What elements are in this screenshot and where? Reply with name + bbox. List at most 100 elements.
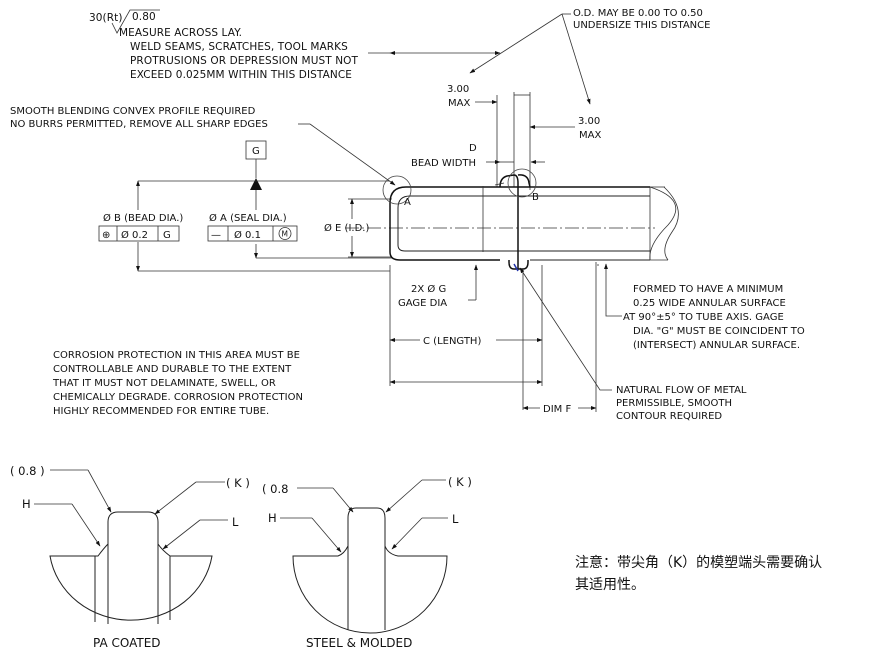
st-r-label: ( 0.8 xyxy=(262,482,288,496)
od-leader-arrow-2 xyxy=(561,13,591,105)
bead-width-letter: D xyxy=(469,143,477,154)
detail-b-label: B xyxy=(532,192,539,203)
seal-dia-label: Ø A (SEAL DIA.) xyxy=(209,212,287,224)
formed-note: FORMED TO HAVE A MINIMUM 0.25 WIDE ANNUL… xyxy=(597,263,805,351)
st-l-arrow xyxy=(391,517,423,550)
bead-width-dim: D BEAD WIDTH xyxy=(411,143,545,169)
od-note: O.D. MAY BE 0.00 TO 0.50 UNDERSIZE THIS … xyxy=(469,8,710,105)
formed-line-1: FORMED TO HAVE A MINIMUM xyxy=(633,284,783,295)
flow-line-2: PERMISSIBLE, SMOOTH xyxy=(616,398,732,409)
bead-tol-value: Ø 0.2 xyxy=(121,229,148,241)
blend-note-line-1: SMOOTH BLENDING CONVEX PROFILE REQUIRED xyxy=(10,106,256,117)
corrosion-note: CORROSION PROTECTION IN THIS AREA MUST B… xyxy=(52,350,303,417)
cn-note-line-2: 其适用性。 xyxy=(575,577,645,593)
seal-tol-frame xyxy=(207,225,298,242)
datum-triangle xyxy=(250,178,262,190)
bead-width-label: BEAD WIDTH xyxy=(411,158,476,169)
od-note-line-2: UNDERSIZE THIS DISTANCE xyxy=(573,20,710,31)
blend-note-line-2: NO BURRS PERMITTED, REMOVE ALL SHARP EDG… xyxy=(10,119,268,130)
blend-note-arrow xyxy=(309,123,396,186)
bead-mark xyxy=(513,263,519,272)
max1-value: 3.00 xyxy=(447,84,469,95)
straightness-symbol: — xyxy=(211,230,221,241)
flow-line-3: CONTOUR REQUIRED xyxy=(616,411,722,422)
blend-note: SMOOTH BLENDING CONVEX PROFILE REQUIRED … xyxy=(10,106,396,186)
finish-line-3: PROTRUSIONS OR DEPRESSION MUST NOT xyxy=(130,55,359,67)
seal-tol-ref: M xyxy=(282,230,288,239)
finish-line-1: MEASURE ACROSS LAY. xyxy=(119,27,242,39)
length-dims: C (LENGTH) DIM F xyxy=(389,262,597,415)
bead-profile-left xyxy=(499,174,519,270)
pa-k-arrow xyxy=(154,481,197,515)
bead-tol-frame xyxy=(98,225,180,242)
od-note-line-1: O.D. MAY BE 0.00 TO 0.50 xyxy=(573,8,703,19)
formed-line-2: 0.25 WIDE ANNULAR SURFACE xyxy=(633,298,786,309)
formed-leader xyxy=(604,263,622,317)
dim-f-label: DIM F xyxy=(543,404,571,415)
pa-h-arrow xyxy=(71,503,101,547)
corrosion-line-4: CHEMICALLY DEGRADE. CORROSION PROTECTION xyxy=(53,392,303,403)
cn-note-line-1: 注意：带尖角（K）的模塑端头需要确认 xyxy=(575,555,823,571)
detail-circle-a xyxy=(382,175,412,205)
seal-tol-value: Ø 0.1 xyxy=(234,229,261,241)
formed-line-3: AT 90°±5° TO TUBE AXIS. GAGE xyxy=(623,312,784,323)
seal-dia-dim: Ø A (SEAL DIA.) — Ø 0.1 M xyxy=(207,190,392,259)
bead-dia-dim: Ø B (BEAD DIA.) ⊕ Ø 0.2 G xyxy=(98,180,390,272)
st-l-label: L xyxy=(452,512,459,526)
detail-a-label: A xyxy=(404,197,411,208)
pa-h-label: H xyxy=(22,497,31,511)
gage-line-2: GAGE DIA xyxy=(398,298,447,309)
finish-line-2: WELD SEAMS, SCRATCHES, TOOL MARKS xyxy=(130,41,348,53)
pa-profile xyxy=(49,511,213,621)
gage-line-1: 2X Ø G xyxy=(411,283,446,295)
max-dims: 3.00 MAX 3.00 MAX xyxy=(447,84,601,190)
tube: A B xyxy=(345,168,679,272)
st-h-label: H xyxy=(268,511,277,525)
length-label: C (LENGTH) xyxy=(423,336,481,347)
roughness-symbol xyxy=(111,9,160,34)
max2-value: 3.00 xyxy=(578,116,600,127)
flow-note: NATURAL FLOW OF METAL PERMISSIBLE, SMOOT… xyxy=(519,267,747,422)
tube-inner xyxy=(397,195,650,252)
detail-steel-molded: ( 0.8 H ( K ) L STEEL & MOLDED xyxy=(262,475,472,650)
flow-leader xyxy=(519,267,612,391)
position-symbol: ⊕ xyxy=(102,230,110,241)
steel-profile xyxy=(292,507,448,634)
datum-letter: G xyxy=(252,146,260,157)
bead-profile-right xyxy=(517,174,531,270)
roughness-value: 0.80 xyxy=(132,11,156,23)
max1-label: MAX xyxy=(448,98,470,109)
corrosion-line-5: HIGHLY RECOMMENDED FOR ENTIRE TUBE. xyxy=(53,406,269,417)
break-curve-2 xyxy=(663,186,679,261)
st-h-arrow xyxy=(311,517,342,553)
pa-k-label: ( K ) xyxy=(226,476,250,490)
roughness-prefix: 30(Rt) xyxy=(89,12,123,24)
tube-outer-left xyxy=(389,186,650,261)
datum-g: G xyxy=(245,140,267,190)
bead-small-leader xyxy=(494,182,505,186)
detail-circle-b xyxy=(507,168,537,198)
formed-line-4: DIA. "G" MUST BE COINCIDENT TO xyxy=(633,326,805,337)
corrosion-line-2: CONTROLLABLE AND DURABLE TO THE EXTENT xyxy=(53,364,292,375)
steel-caption: STEEL & MOLDED xyxy=(306,636,412,650)
bead-dia-label: Ø B (BEAD DIA.) xyxy=(103,212,183,224)
bead-tol-ref: G xyxy=(163,230,171,241)
pa-l-arrow xyxy=(162,519,201,550)
flow-line-1: NATURAL FLOW OF METAL xyxy=(616,385,747,396)
finish-line-4: EXCEED 0.025MM WITHIN THIS DISTANCE xyxy=(130,69,352,81)
pa-r-label: ( 0.8 ) xyxy=(10,464,45,478)
pa-r-arrow xyxy=(87,469,112,513)
st-r-arrow xyxy=(332,487,354,513)
corrosion-line-1: CORROSION PROTECTION IN THIS AREA MUST B… xyxy=(53,350,300,361)
st-k-label: ( K ) xyxy=(448,475,472,489)
corrosion-line-3: THAT IT MUST NOT DELAMINATE, SWELL, OR xyxy=(52,378,276,389)
st-k-arrow xyxy=(385,479,423,513)
pa-l-label: L xyxy=(232,515,239,529)
break-curve-1 xyxy=(649,186,677,261)
gage-dia: 2X Ø G GAGE DIA xyxy=(398,264,478,309)
formed-line-5: (INTERSECT) ANNULAR SURFACE. xyxy=(633,340,800,351)
od-leader-arrow-1 xyxy=(469,13,563,74)
detail-pa-coated: ( 0.8 ) H ( K ) L PA COATED xyxy=(10,464,250,650)
mmc-circle xyxy=(278,227,292,240)
